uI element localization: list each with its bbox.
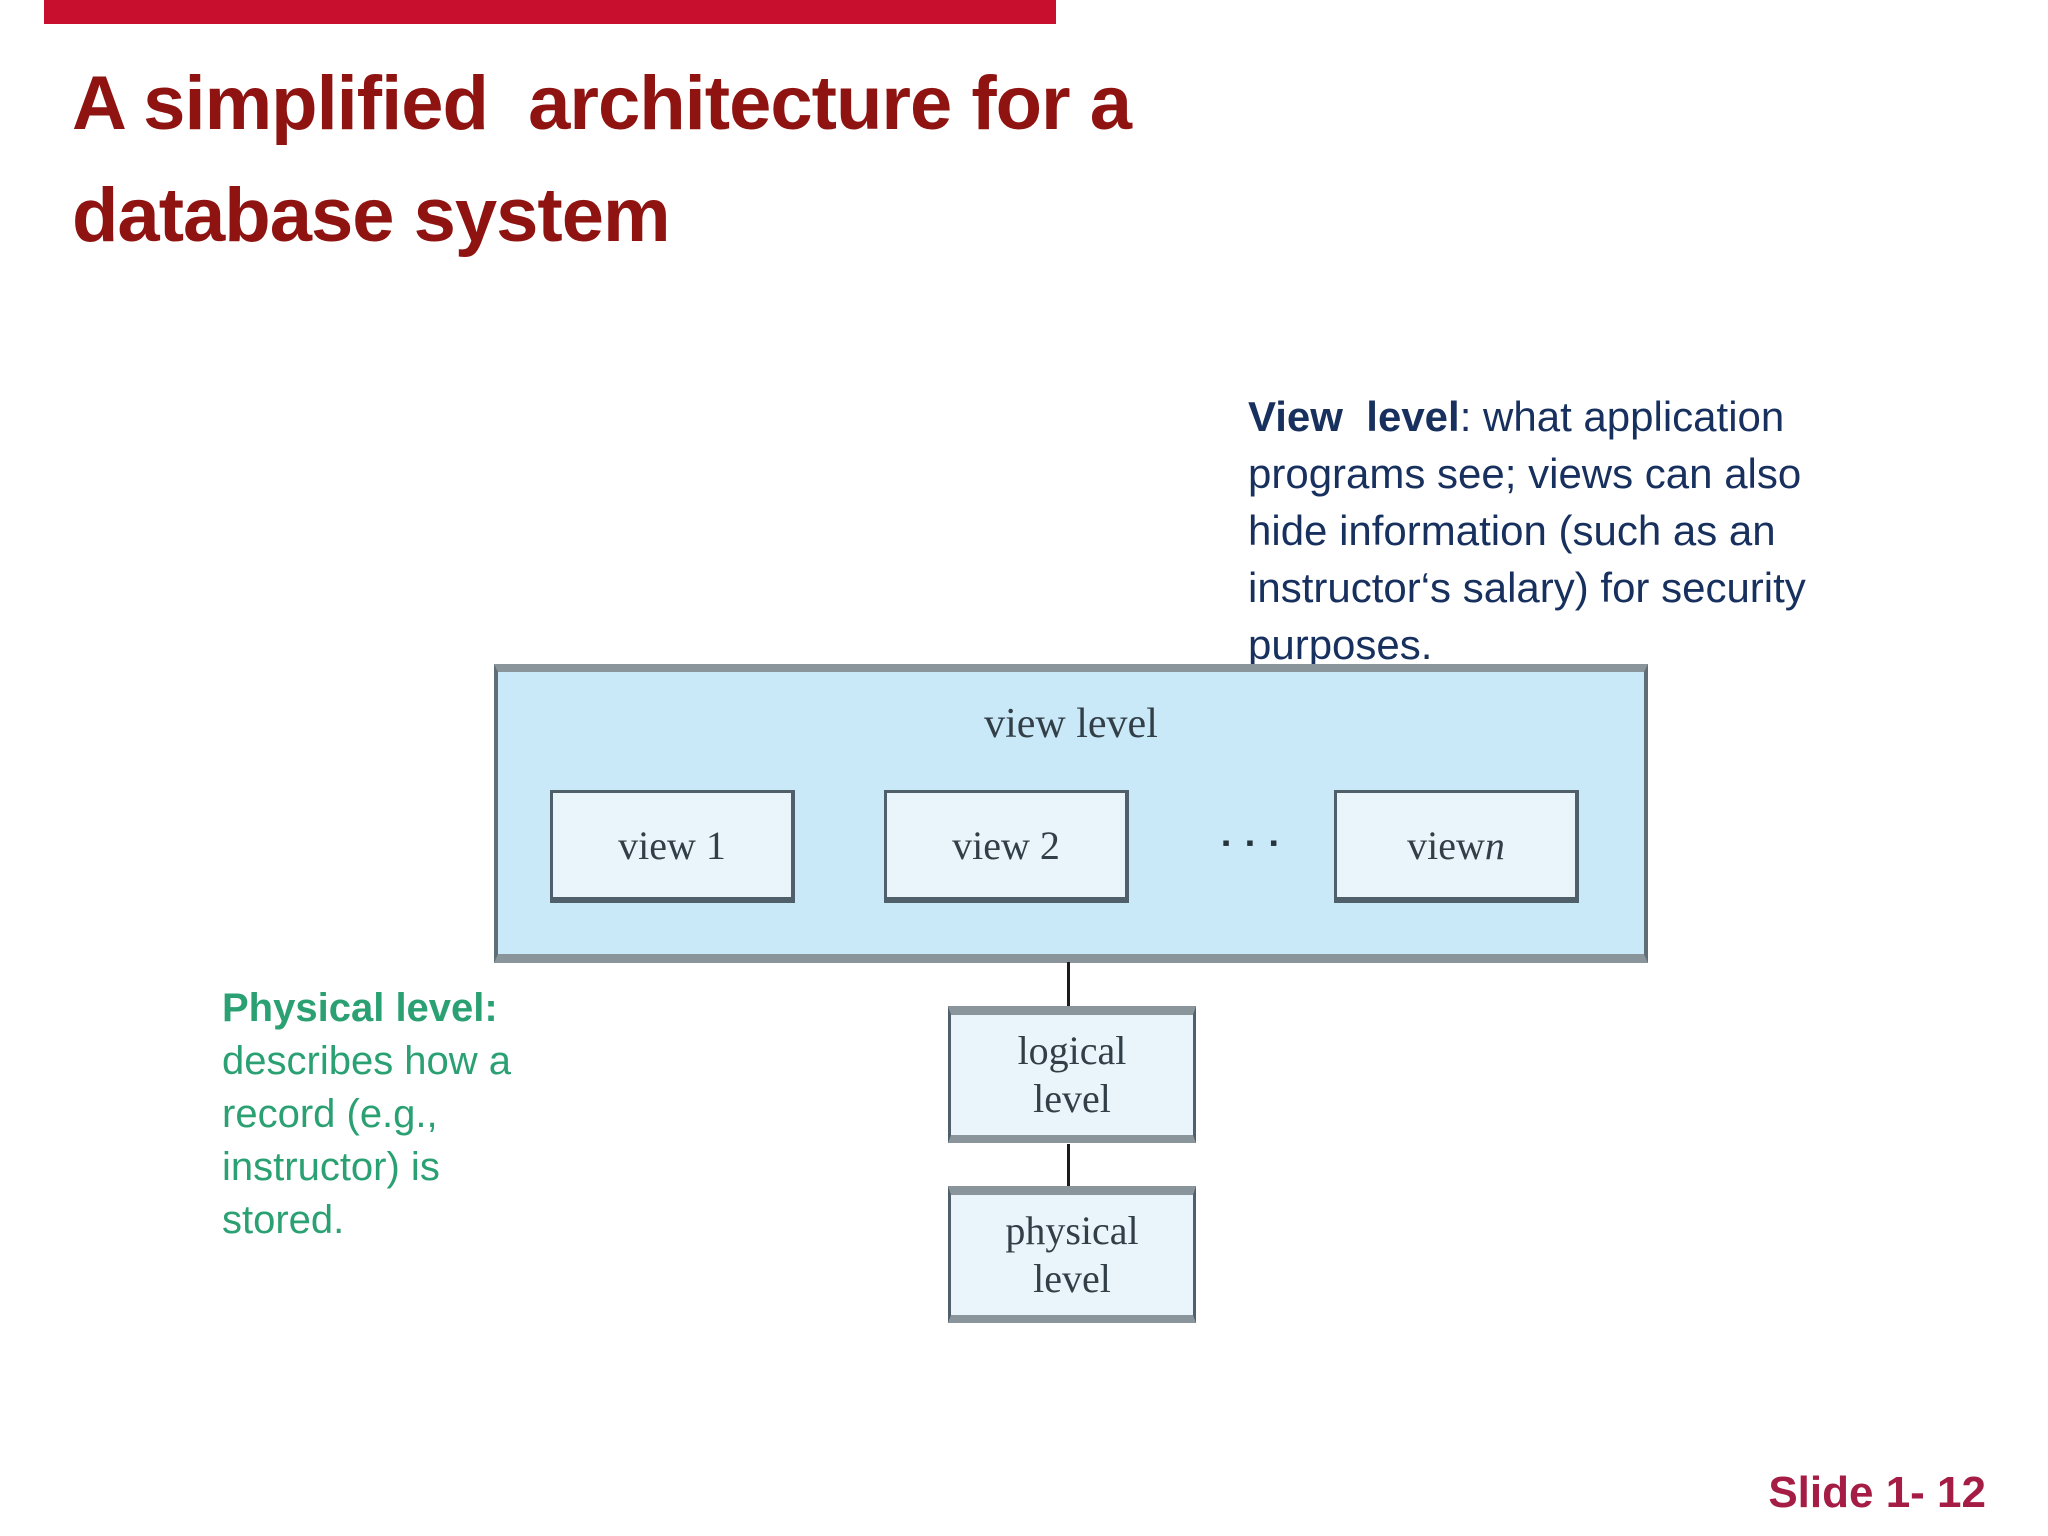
view-2-box: view 2 (884, 790, 1129, 903)
physical-label-line-1: physical (1005, 1208, 1139, 1253)
view-note-line-1: View level: what application (1248, 388, 1968, 445)
view-2-label: view 2 (952, 822, 1060, 868)
view-n-box: view n (1334, 790, 1579, 903)
view-1-box: view 1 (550, 790, 795, 903)
physical-note-line-5: stored. (222, 1198, 345, 1242)
connector-view-to-logical (1067, 962, 1070, 1008)
title-line-1: A simplified architecture for a (72, 61, 1132, 146)
view-n-italic: n (1484, 822, 1505, 868)
physical-level-box: physical level (948, 1186, 1196, 1323)
logical-label-line-1: logical (1017, 1028, 1127, 1073)
view-level-container: view level view 1 view 2 ▪▪▪ view n (494, 664, 1648, 963)
ellipsis-dots: ▪▪▪ (1222, 830, 1294, 855)
view-level-label: view level (984, 701, 1158, 747)
top-accent-bar (44, 0, 1056, 24)
view-note-line-4: instructor‘s salary) for security (1248, 564, 1806, 611)
view-note-line-3: hide information (such as an (1248, 507, 1776, 554)
physical-level-note: Physical level: describes how a record (… (222, 982, 582, 1247)
view-level-note: View level: what application programs se… (1248, 388, 1968, 673)
logical-level-box: logical level (948, 1006, 1196, 1143)
view-n-label: view (1407, 822, 1485, 868)
view-note-line-5: purposes. (1248, 621, 1433, 668)
physical-label-line-2: level (1033, 1256, 1111, 1301)
logical-label-line-2: level (1033, 1076, 1111, 1121)
page-title: A simplified architecture for a database… (72, 48, 1132, 272)
physical-note-line-2: describes how a (222, 1039, 512, 1083)
connector-logical-to-physical (1067, 1144, 1070, 1188)
physical-note-line-4: instructor) is (222, 1145, 440, 1189)
slide-number: Slide 1- 12 (1768, 1468, 1986, 1517)
title-line-2: database system (72, 173, 671, 258)
physical-note-bold-lead: Physical level: (222, 986, 498, 1030)
physical-note-line-3: record (e.g., (222, 1092, 438, 1136)
view-note-line-1-rest: : what application (1459, 393, 1785, 440)
view-note-line-2: programs see; views can also (1248, 450, 1802, 497)
view-note-bold-lead: View level (1248, 393, 1460, 440)
view-1-label: view 1 (618, 822, 726, 868)
